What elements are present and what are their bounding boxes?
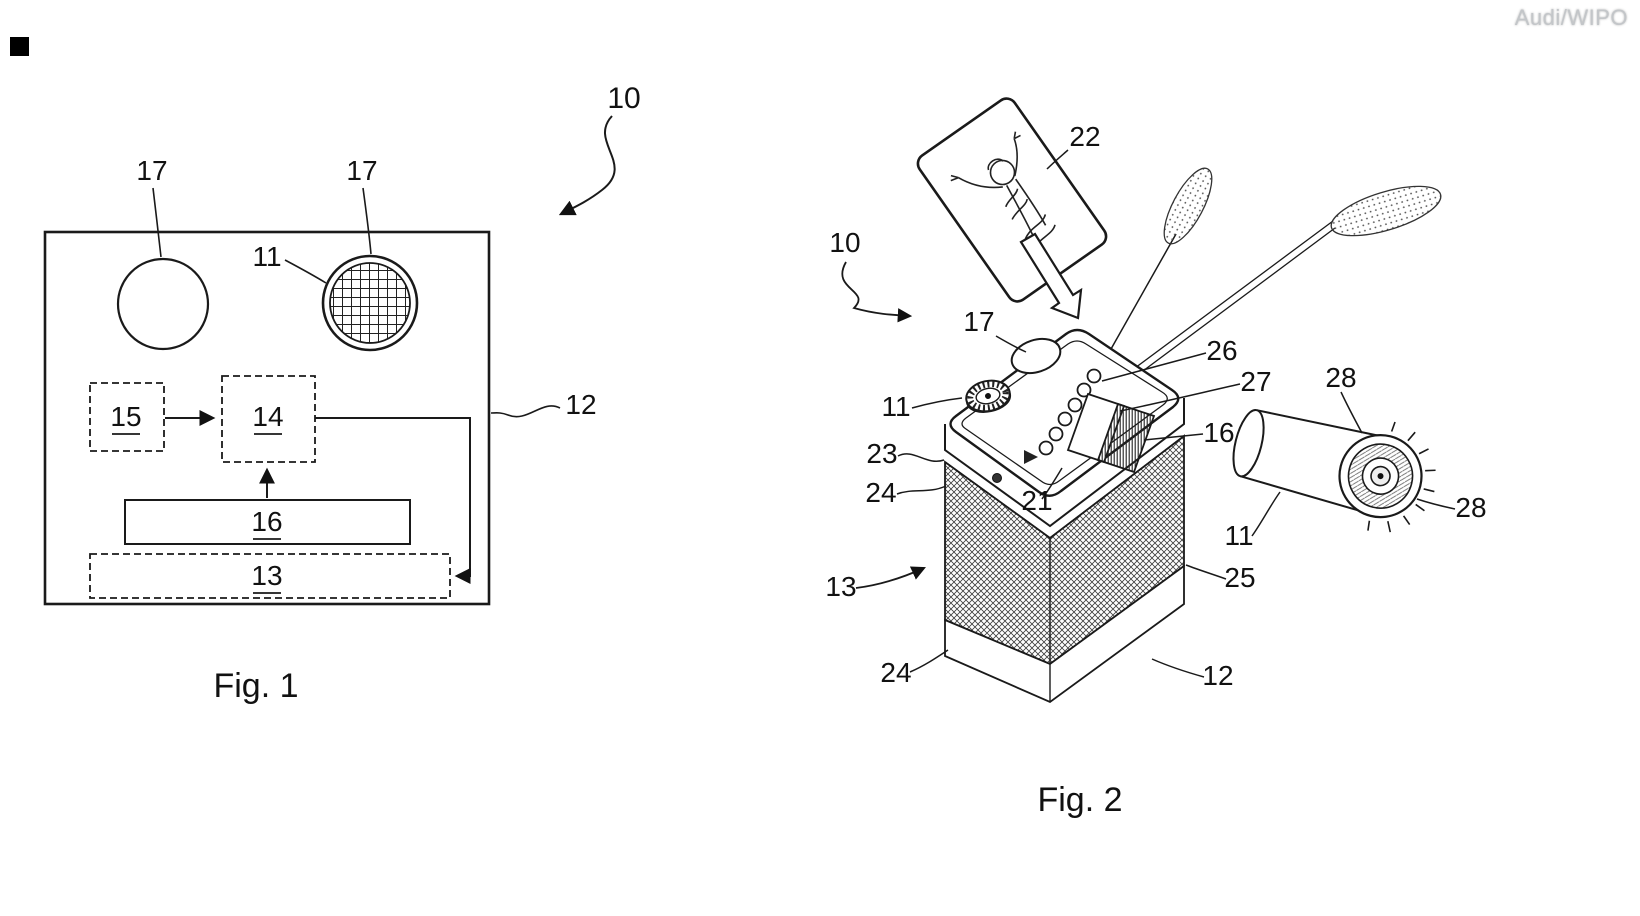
leader-17 [995,335,1027,353]
id-card [916,97,1108,303]
ref-label-11: 11 [252,241,281,272]
leader-10-arrow [558,115,616,216]
knob [965,379,1011,413]
display-panel-bars [1096,402,1156,474]
leader-12 [1151,658,1205,678]
leader-12 [490,405,561,418]
ref-label-10: 10 [607,82,640,115]
ref-label-16: 16 [1203,417,1234,448]
fig2: 22 10 17 26 27 28 11 23 16 24 21 28 11 1… [825,97,1487,819]
ref-label-16: 16 [251,506,282,537]
ref-label-11a: 11 [881,391,910,422]
leader-26 [1101,352,1207,382]
swab-b-stick-2 [1111,227,1336,395]
ref-label-17b: 17 [346,155,377,186]
ref-label-15: 15 [110,401,141,432]
fig1-caption: Fig. 1 [213,667,298,705]
leader-28b [1416,498,1456,510]
watermark: Audi/WIPO [1514,5,1628,30]
swab-b-stick-1 [1107,220,1334,389]
leader-28a [1340,391,1363,434]
cartridge-sparkle-dashes [1367,421,1436,533]
swab-a-tip [1163,167,1213,245]
leader-24b [909,649,949,673]
swab-b-tip [1330,185,1442,237]
id-card-outline [916,97,1108,303]
ref-label-24a: 24 [865,477,896,508]
leader-21 [1041,467,1063,500]
fig1: 15 14 16 13 17 17 11 10 12 [43,82,641,705]
ref-label-17a: 17 [136,155,167,186]
leader-11a [911,397,963,409]
leader-11b [1251,491,1281,537]
fig1-device-frame [43,230,491,606]
fig1-block-15 [89,382,165,452]
ref-label-28b: 28 [1455,492,1486,523]
ref-label-25: 25 [1224,562,1255,593]
ref-label-14: 14 [252,401,283,432]
ref-label-11b: 11 [1224,520,1253,551]
leader-17a [152,187,162,258]
leader-11 [284,259,327,284]
ref-label-12: 12 [1202,660,1233,691]
corner-artifact [10,37,29,56]
ref-label-17: 17 [963,306,994,337]
ref-label-27: 27 [1240,366,1271,397]
leader-13-arrow [855,566,926,589]
leader-23 [897,453,945,462]
insert-arrow [1019,232,1083,320]
leader-16 [1143,433,1204,441]
fig1-sensor-circle [116,257,210,351]
leader-25 [1185,564,1227,580]
person-sketch [950,131,1056,253]
device-lid-rim [944,398,1185,528]
leader-17b [362,187,372,255]
ref-label-13: 13 [251,560,282,591]
ref-label-12: 12 [565,389,596,420]
ref-label-24b: 24 [880,657,911,688]
ref-label-10: 10 [829,227,860,258]
ref-label-21: 21 [1021,485,1052,516]
leader-24a [896,485,947,495]
play-triangle [1024,450,1038,464]
device-lid-top-inner [961,340,1168,486]
leader-10-arrow [841,261,913,323]
ref-label-22: 22 [1069,121,1100,152]
fig1-block-13 [89,553,451,599]
ref-label-28a: 28 [1325,362,1356,393]
ref-label-13: 13 [825,571,856,602]
fig1-block-16 [124,499,411,545]
fig1-grille-circle-mesh [329,262,411,344]
ref-label-26: 26 [1206,335,1237,366]
rim-button [992,473,1002,483]
led-row [1038,368,1102,456]
ref-label-23: 23 [866,438,897,469]
fig2-caption: Fig. 2 [1037,781,1122,819]
top-oval-17 [1010,337,1062,375]
cartridge-left-cap [1232,409,1265,478]
leader-22 [1046,149,1069,170]
leader-27 [1119,383,1241,412]
cartridge [1232,409,1436,533]
wire-14-to-13 [315,417,471,584]
